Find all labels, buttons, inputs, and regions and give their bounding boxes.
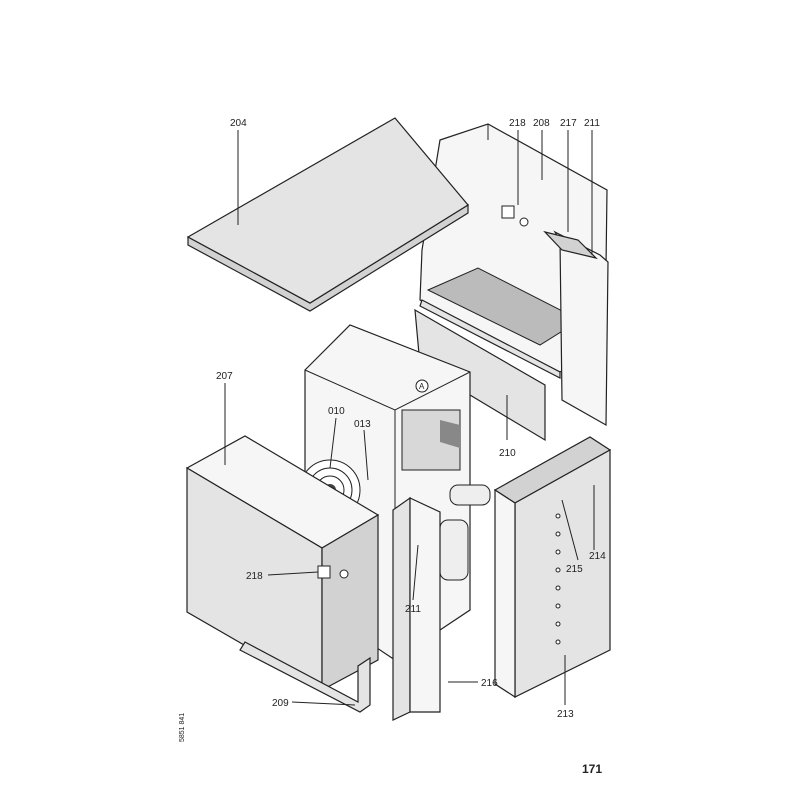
back-housing-208 [419,123,608,379]
side-panel-207 [185,435,380,692]
bottom-strip-209 [239,641,371,713]
side-strip-217 [543,230,609,427]
callout-013: 013 [354,419,371,430]
callout-209: 209 [272,698,289,709]
callout-217: 217 [560,118,577,129]
callout-211-top: 211 [584,118,600,129]
clip-218-icon [317,565,349,579]
panel-210 [414,308,546,442]
callout-218-top: 218 [509,118,526,129]
callout-208: 208 [533,118,550,129]
drawing-number: 5851 841 [179,713,186,742]
callout-A: A [419,382,425,391]
callout-010: 010 [328,406,345,417]
top-cover-204 [186,117,469,312]
leader-lines [224,130,595,706]
callout-216: 216 [481,678,498,689]
page-number: 171 [582,762,602,776]
door-panel-216 [392,496,441,721]
callout-218-side: 218 [246,571,263,582]
callout-214: 214 [589,551,606,562]
callout-210: 210 [499,448,516,459]
callout-211-door: 211 [405,604,421,615]
clip-218-top-icon [501,205,529,227]
callout-215: 215 [566,564,583,575]
callout-207: 207 [216,371,233,382]
callout-213: 213 [557,709,574,720]
front-panel-213 [493,436,612,699]
compressor [439,519,469,581]
callout-204: 204 [230,118,247,129]
